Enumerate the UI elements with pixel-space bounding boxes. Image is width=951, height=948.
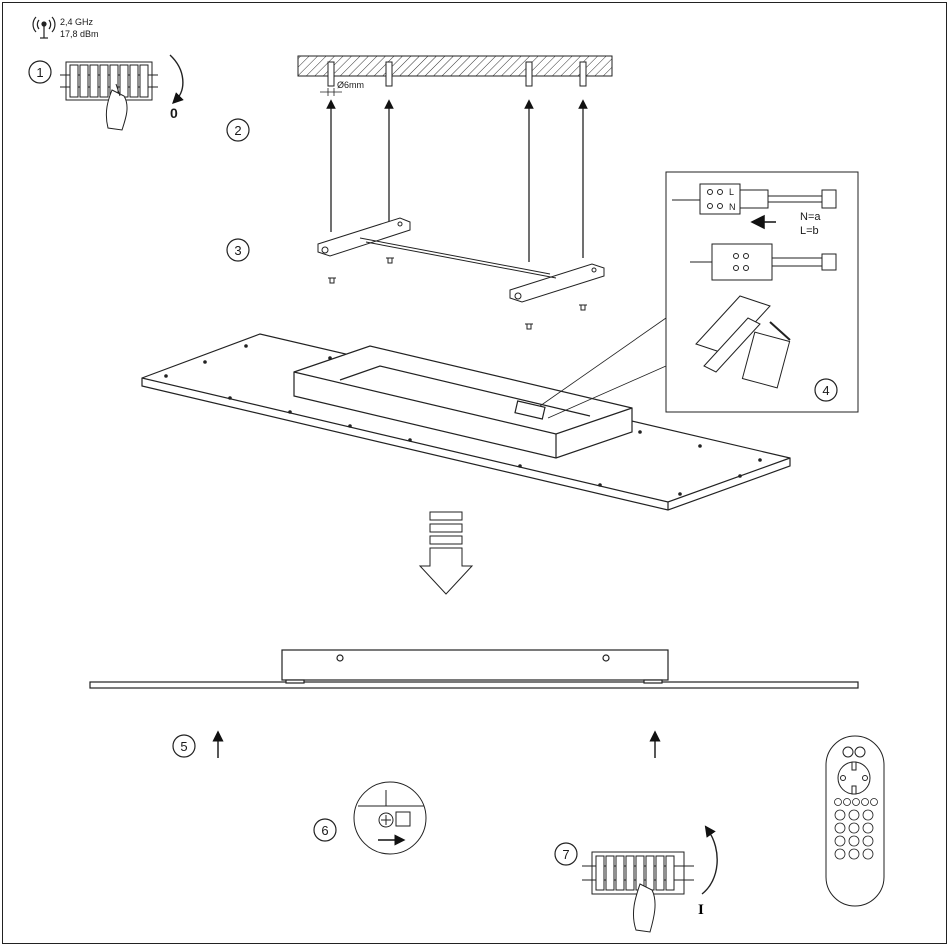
switch-state-off: 0	[170, 105, 178, 121]
step-2-marker: 2	[226, 118, 250, 142]
driver-housing	[293, 345, 633, 459]
svg-text:2: 2	[234, 123, 241, 138]
wifi-frequency: 2,4 GHz	[60, 17, 94, 27]
step-6-marker: 6	[313, 818, 337, 842]
terminal-block-connected	[690, 243, 837, 281]
assembly-arrow-icon	[418, 511, 474, 595]
remote-buttons	[834, 798, 878, 860]
terminal-n-label: N	[729, 202, 736, 212]
mounting-bracket	[317, 217, 605, 303]
panel-side-view	[89, 649, 859, 689]
step-5-marker: 5	[172, 734, 196, 758]
svg-text:3: 3	[234, 243, 241, 258]
svg-text:1: 1	[36, 65, 43, 80]
insert-arrow-icon	[750, 214, 776, 230]
panel-screw-dots	[164, 344, 762, 496]
wire-n-label: N=a	[800, 211, 821, 223]
remote-control	[825, 735, 885, 907]
drill-size-callout	[320, 88, 342, 96]
step-7-marker: 7	[554, 842, 578, 866]
ceiling	[297, 55, 613, 87]
terminal-block-top	[672, 183, 837, 215]
step-1-marker: 1	[28, 60, 52, 84]
svg-text:7: 7	[562, 847, 569, 862]
terminal-l-label: L	[729, 187, 734, 197]
connector-open-view	[695, 295, 791, 389]
breaker-panel-on	[582, 851, 694, 933]
wire-l-label: L=b	[800, 225, 819, 237]
svg-text:6: 6	[321, 823, 328, 838]
wifi-antenna-icon	[32, 16, 56, 39]
hole-diameter: Ø6mm	[337, 80, 364, 90]
wifi-power: 17,8 dBm	[60, 29, 99, 39]
rotate-up-arrow-icon	[701, 825, 718, 895]
lift-arrows	[212, 730, 661, 758]
callout-lines	[539, 317, 667, 419]
switch-state-on: I	[698, 902, 704, 918]
breaker-panel-off	[60, 61, 158, 131]
svg-text:5: 5	[180, 739, 187, 754]
step-3-marker: 3	[226, 238, 250, 262]
step-4-marker: 4	[814, 378, 838, 402]
rotate-arrow-icon	[169, 54, 184, 104]
screws	[328, 257, 587, 330]
svg-text:4: 4	[822, 383, 829, 398]
lock-screw-detail	[353, 781, 427, 855]
mount-arrows	[326, 99, 588, 262]
